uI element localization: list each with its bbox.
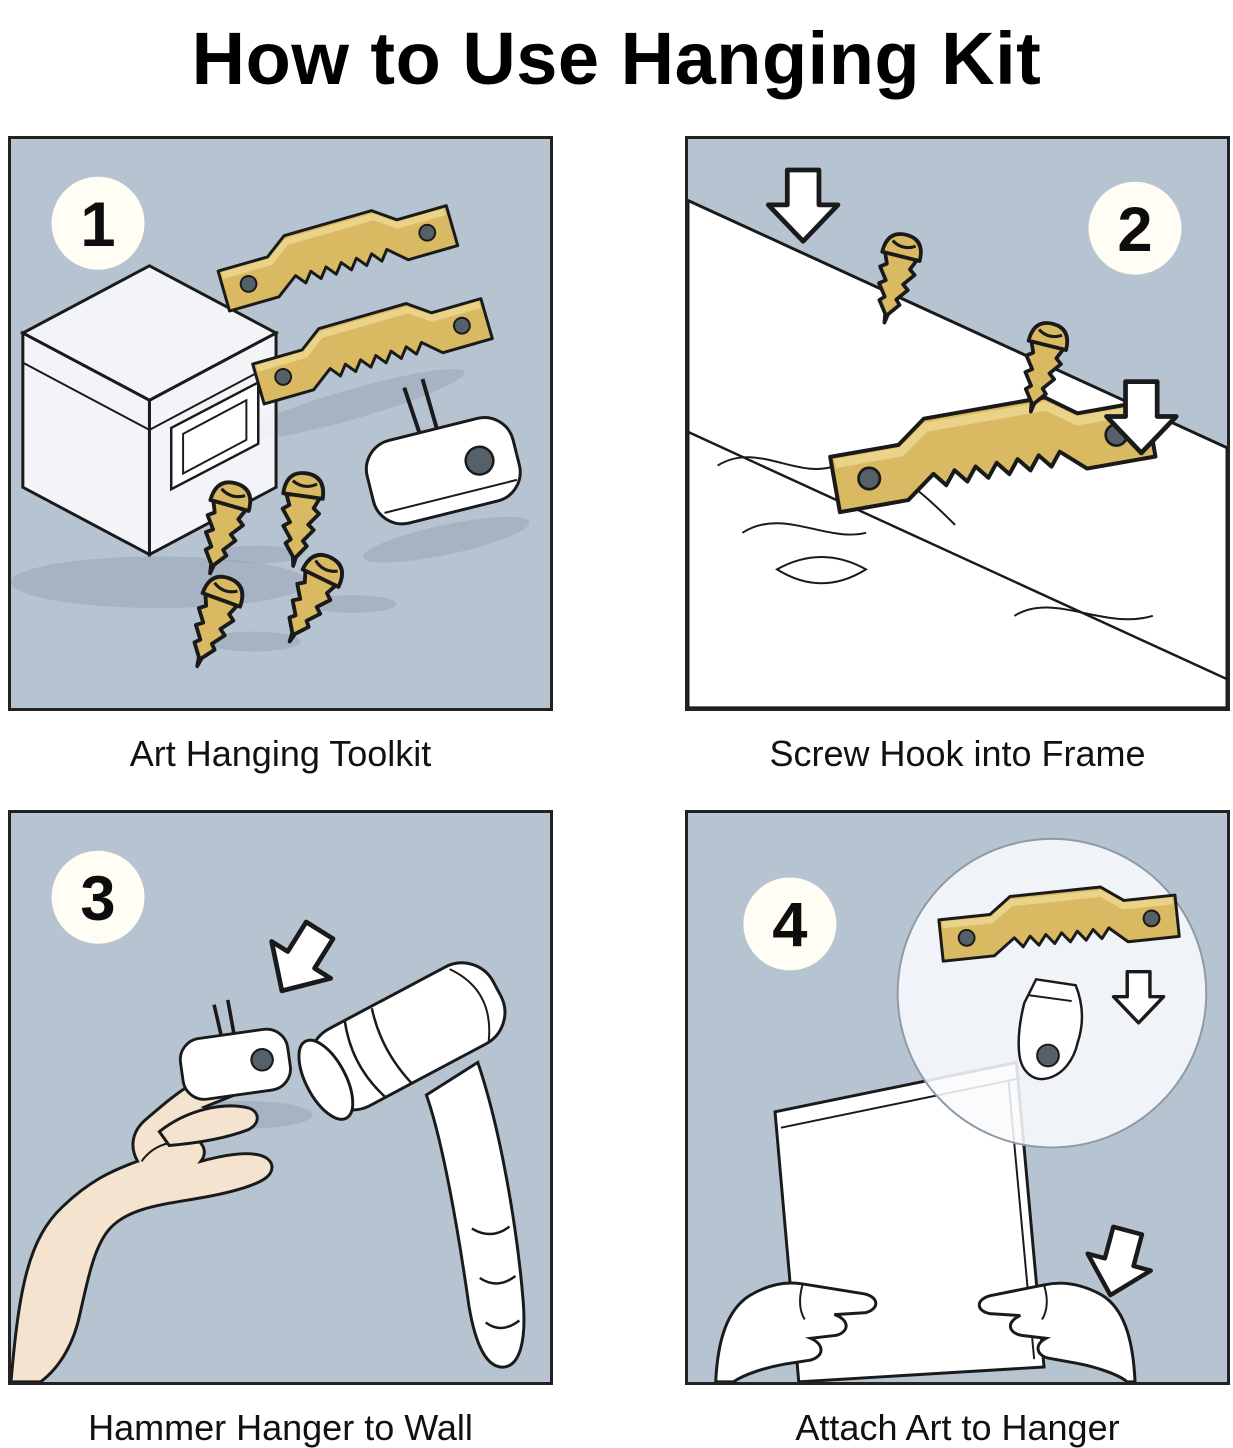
page-title: How to Use Hanging Kit: [191, 17, 1042, 100]
step-3-cell: 3 Hammer Hanger to Wall: [8, 810, 553, 1448]
right-hand-illustration: [977, 1281, 1137, 1383]
panel-3-caption: Hammer Hanger to Wall: [88, 1407, 473, 1448]
wall-hanger-icon: [178, 999, 292, 1101]
step-number: 4: [772, 891, 807, 961]
step-1-panel: 1: [8, 135, 553, 711]
panel-4-illustration: 4: [714, 838, 1208, 1383]
steps-grid: 1 Art Hanging Toolkit: [0, 135, 1233, 1448]
step-4-panel: 4: [685, 810, 1230, 1386]
step-number-badge: 1: [51, 176, 145, 270]
left-hand-illustration: [714, 1281, 878, 1383]
panel-2-caption: Screw Hook into Frame: [769, 732, 1146, 774]
step-number: 1: [80, 190, 115, 260]
hanger-shadow: [239, 368, 465, 440]
step-number-badge: 4: [743, 877, 837, 971]
magnifier-circle: [896, 838, 1208, 1149]
wall-hanger-shadow: [362, 516, 530, 563]
step-2-cell: 2 Screw Hook into Frame: [685, 135, 1230, 810]
sawtooth-hanger-icon: [212, 188, 460, 313]
hammer-illustration: [297, 961, 526, 1369]
step-number-badge: 2: [1088, 181, 1182, 275]
screw-shadow: [205, 631, 301, 652]
step-number: 2: [1117, 195, 1152, 265]
step-2-panel: 2: [685, 135, 1230, 711]
panel-3-illustration: 3: [11, 850, 526, 1383]
step-4-cell: 4 Attach Art to Hanger: [685, 810, 1230, 1448]
step-number: 3: [80, 864, 115, 934]
screw-shadow: [213, 545, 303, 564]
panel-1-caption: Art Hanging Toolkit: [129, 732, 432, 774]
hook-icon: [1017, 978, 1084, 1081]
step-number-badge: 3: [51, 850, 145, 944]
panel-4-caption: Attach Art to Hanger: [795, 1407, 1120, 1448]
panel-2-illustration: 2: [688, 139, 1227, 708]
box-shadow: [11, 556, 308, 608]
arrow-down-icon: [768, 170, 838, 241]
arrow-down-icon: [252, 912, 349, 1009]
panel-1-illustration: 1: [11, 176, 530, 675]
thumb-illustration: [157, 1104, 259, 1148]
wall-hanger-icon: [364, 378, 522, 526]
step-3-panel: 3: [8, 810, 553, 1386]
step-1-cell: 1 Art Hanging Toolkit: [8, 135, 553, 810]
